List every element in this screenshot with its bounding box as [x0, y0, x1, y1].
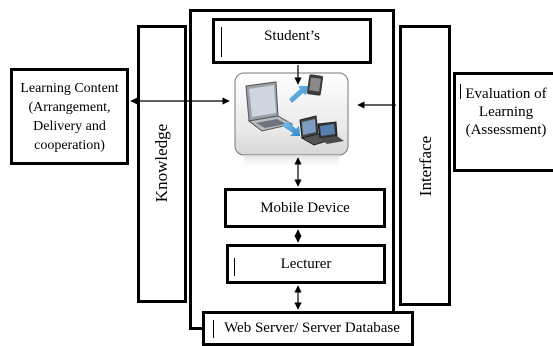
- lecturer-label: Lecturer: [280, 255, 332, 272]
- web-server-box: Web Server/ Server Database: [202, 311, 414, 346]
- students-cursor-mark: [221, 27, 222, 57]
- evaluation-cursor-mark: [460, 84, 461, 99]
- netbook-icon: [299, 115, 344, 146]
- lecturer-cursor-mark: [234, 258, 235, 276]
- interface-box: Interface: [399, 25, 451, 306]
- blue-arrow-icon: [282, 86, 308, 136]
- knowledge-box: Knowledge: [137, 25, 187, 303]
- mobile-device-box: Mobile Device: [224, 188, 386, 228]
- students-label: Student’s: [264, 27, 320, 44]
- web-server-label: Web Server/ Server Database: [224, 320, 400, 336]
- evaluation-label: Evaluation of Learning (Assessment): [465, 86, 547, 138]
- students-box: Student’s: [212, 18, 372, 64]
- learning-content-label: Learning Content (Arrangement, Delivery …: [20, 81, 119, 153]
- phone-icon: [306, 74, 324, 96]
- learning-content-box: Learning Content (Arrangement, Delivery …: [10, 68, 129, 165]
- evaluation-box: Evaluation of Learning (Assessment): [453, 72, 553, 172]
- web-server-cursor-mark: [213, 320, 214, 338]
- mobile-device-label: Mobile Device: [260, 199, 350, 216]
- lecturer-box: Lecturer: [226, 244, 386, 284]
- devices-illustration-svg: [234, 72, 349, 169]
- laptop-icon: [245, 81, 294, 132]
- devices-illustration: [234, 72, 349, 169]
